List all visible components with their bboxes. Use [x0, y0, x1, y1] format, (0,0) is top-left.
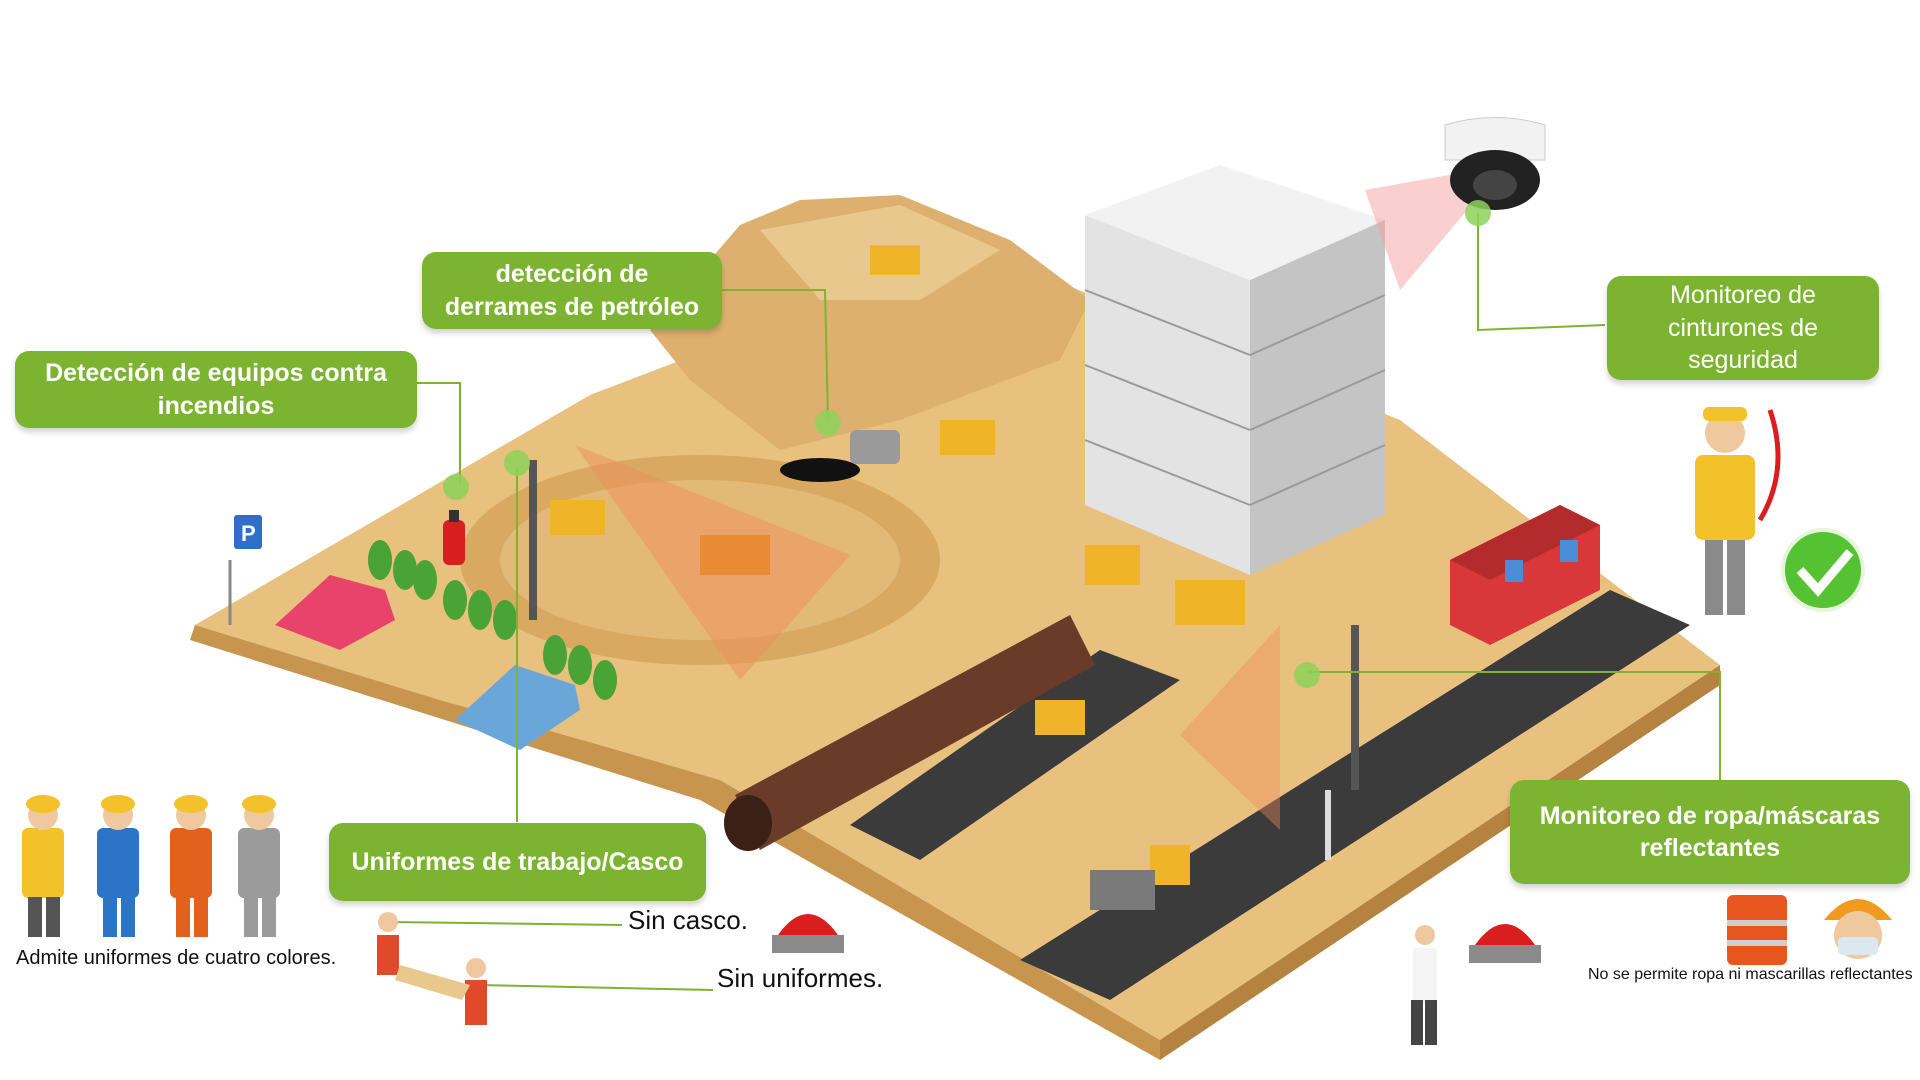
alarm-siren-icon: [772, 914, 844, 953]
caption-four-colors: Admite uniformes de cuatro colores.: [16, 947, 337, 969]
caption-no-reflective: No se permite ropa ni mascarillas reflec…: [1588, 966, 1913, 983]
parking-sign-icon: P: [228, 515, 262, 625]
camera-poles: [529, 460, 1359, 860]
connector-lines: [389, 213, 1721, 991]
callout-seatbelt: Monitoreo de cinturones de seguridad: [1607, 276, 1879, 380]
fire-extinguisher-icon: [443, 510, 465, 565]
alarm-siren-icon: [1469, 924, 1541, 963]
reflective-vest-icon: [1727, 895, 1787, 965]
workers-carrying: [377, 912, 487, 1025]
trees: [368, 540, 617, 700]
machines: [550, 245, 1245, 910]
masked-face-icon: [1824, 899, 1892, 959]
callout-reflective: Monitoreo de ropa/máscaras reflectantes: [1510, 780, 1910, 884]
oil-spill: [780, 430, 900, 482]
worker-orange: [170, 800, 212, 937]
pipe: [724, 615, 1095, 851]
worker-yellow: [22, 800, 64, 937]
building: [1084, 165, 1386, 575]
caption-no-uniform: Sin uniformes.: [717, 963, 884, 993]
callout-uniform-helmet: Uniformes de trabajo/Casco: [329, 823, 706, 901]
harness-worker: [1695, 407, 1781, 615]
road: [850, 590, 1690, 1000]
svg-text:P: P: [241, 521, 256, 546]
worker-blue: [97, 800, 139, 937]
callout-fire-equipment: Detección de equipos contra incendios: [15, 351, 417, 428]
worker-gray: [238, 800, 280, 937]
supervisor: [1411, 925, 1437, 1045]
check-circle-icon: [1781, 528, 1865, 612]
connector-dots: [443, 200, 1491, 688]
uniform-color-samples: [22, 795, 280, 937]
callout-oil-spill: detección de derrames de petróleo: [422, 252, 722, 329]
site-cabin: [1450, 505, 1600, 645]
caption-no-helmet: Sin casco.: [628, 905, 748, 935]
dome-camera-icon: [1444, 117, 1546, 210]
